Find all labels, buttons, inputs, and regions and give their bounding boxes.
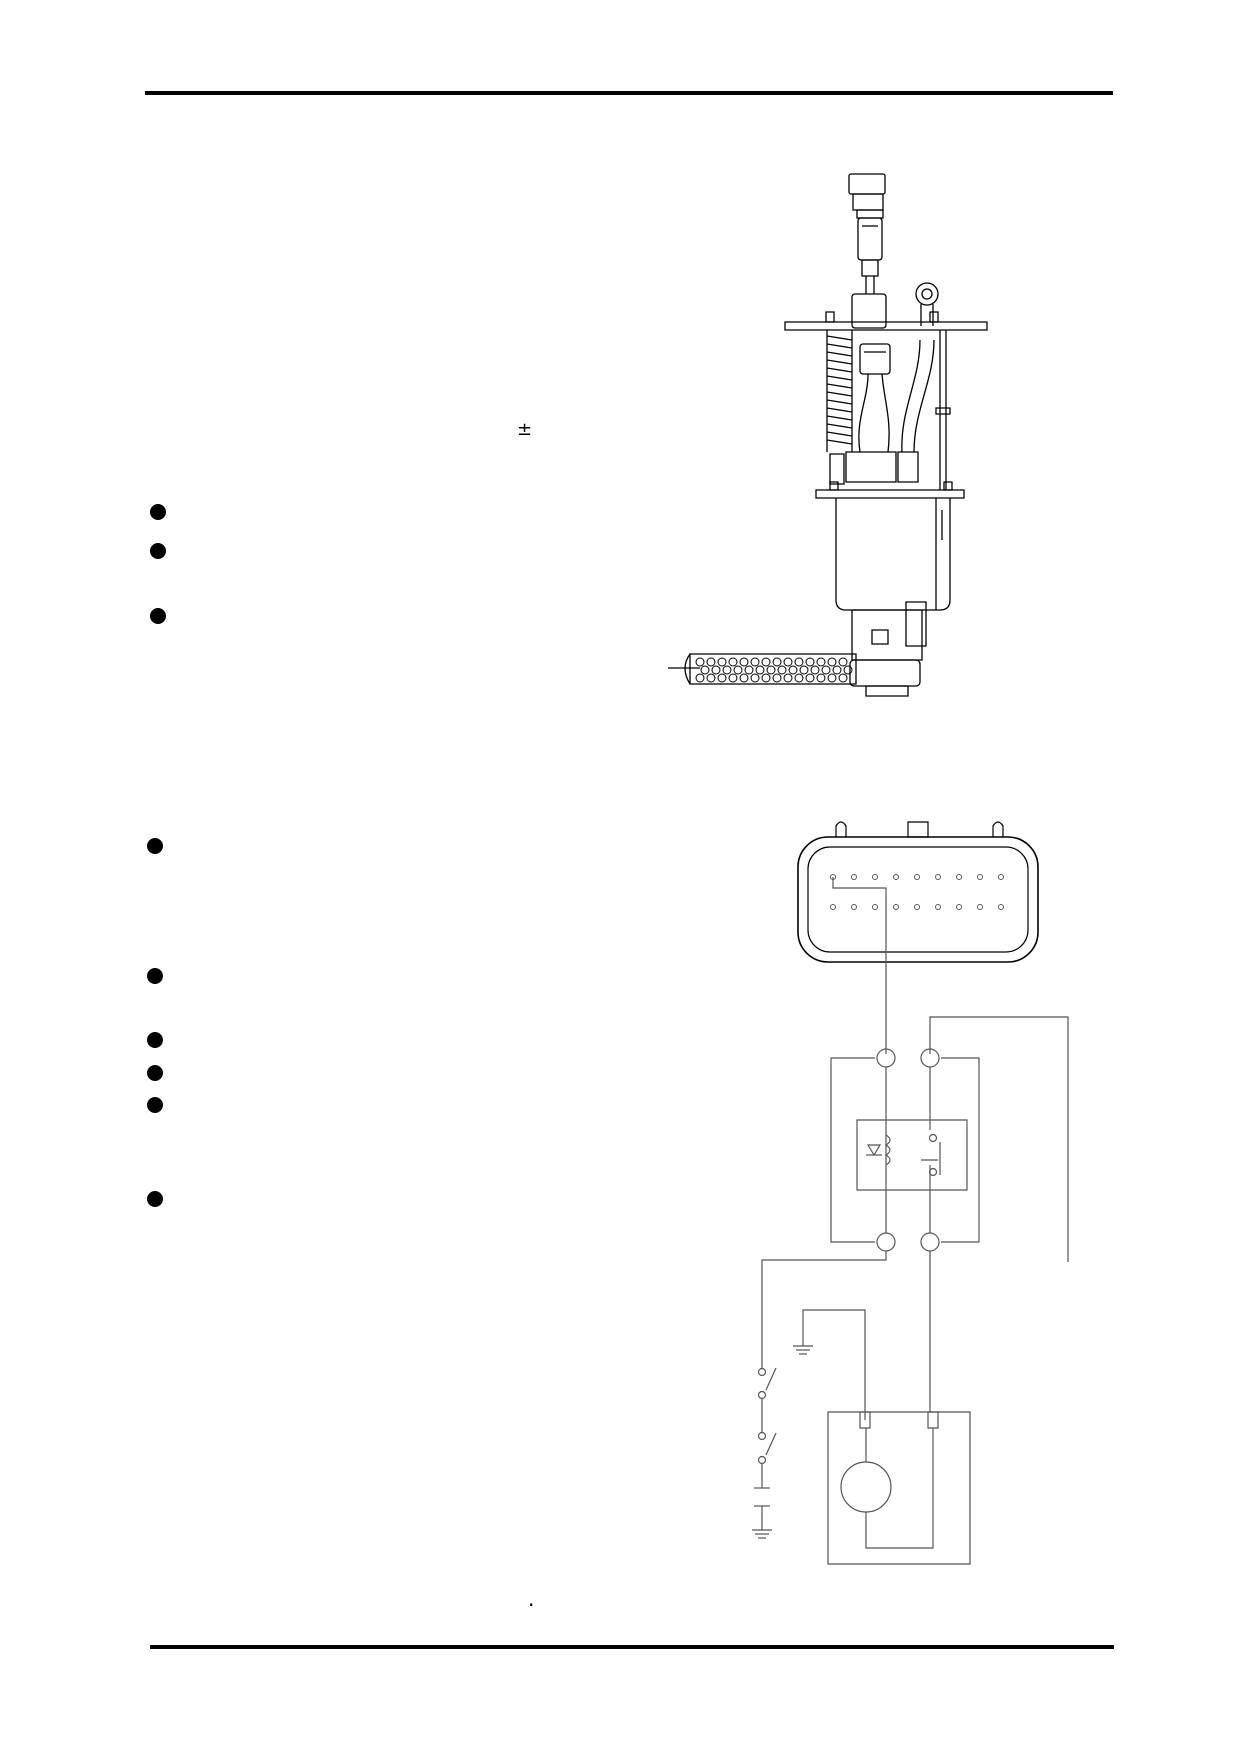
tolerance-symbol: ± xyxy=(517,419,533,440)
header-rule xyxy=(145,91,1113,95)
bullet-lower-3 xyxy=(147,1032,163,1048)
bullet-lower-5 xyxy=(147,1097,163,1113)
bullet-lower-1 xyxy=(147,838,163,854)
bullet-upper-2 xyxy=(150,543,166,559)
footer-dot: . xyxy=(528,1587,535,1611)
bullet-lower-4 xyxy=(147,1065,163,1081)
bullet-lower-2 xyxy=(147,968,163,984)
bullet-upper-1 xyxy=(150,504,166,520)
footer-rule xyxy=(150,1645,1114,1649)
bullet-upper-3 xyxy=(150,608,166,624)
bullet-lower-6 xyxy=(147,1191,163,1207)
